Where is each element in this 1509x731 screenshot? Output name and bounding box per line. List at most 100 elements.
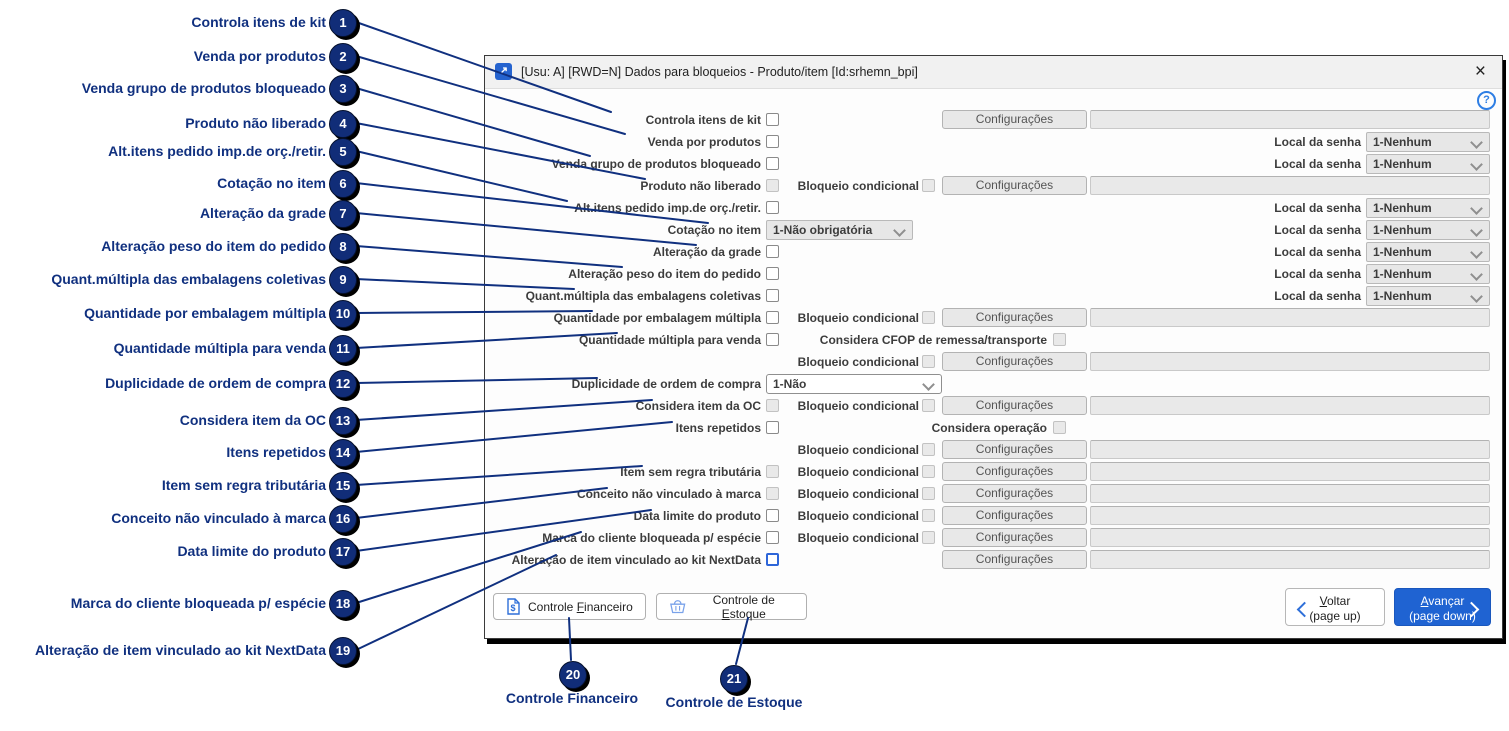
row-checkbox[interactable]: [766, 135, 779, 148]
value-input[interactable]: [1090, 506, 1490, 525]
controle-financeiro-button[interactable]: $ Controle Financeiro: [493, 593, 646, 620]
value-input[interactable]: [1090, 550, 1490, 569]
callout-label: Conceito não vinculado à marca: [111, 510, 326, 526]
callout-badge: 20: [559, 661, 587, 689]
mid-checkbox[interactable]: [922, 399, 935, 412]
row-label: Marca do cliente bloqueada p/ espécie: [542, 531, 761, 545]
dialog-titlebar: ↗ [Usu: A] [RWD=N] Dados para bloqueios …: [485, 56, 1502, 89]
value-input[interactable]: [1090, 462, 1490, 481]
callout-label: Controle Financeiro: [505, 690, 639, 706]
mid-checkbox[interactable]: [1053, 333, 1066, 346]
callout-badge: 3: [329, 75, 357, 103]
configuracoes-button[interactable]: Configurações: [942, 528, 1087, 547]
select-value: 1-Nenhum: [1373, 157, 1432, 171]
row-checkbox[interactable]: [766, 267, 779, 280]
row-checkbox[interactable]: [766, 113, 779, 126]
row-label: Data limite do produto: [633, 509, 761, 523]
app-icon: ↗: [495, 63, 512, 80]
value-input[interactable]: [1090, 110, 1490, 129]
mid-checkbox[interactable]: [922, 443, 935, 456]
configuracoes-button[interactable]: Configurações: [942, 352, 1087, 371]
callout-badge: 18: [329, 590, 357, 618]
mid-checkbox[interactable]: [922, 179, 935, 192]
row-checkbox[interactable]: [766, 531, 779, 544]
local-da-senha-label: Local da senha: [1274, 289, 1361, 303]
mid-label: Bloqueio condicional: [797, 355, 919, 369]
mid-checkbox[interactable]: [922, 465, 935, 478]
value-input[interactable]: [1090, 440, 1490, 459]
configuracoes-button[interactable]: Configurações: [942, 506, 1087, 525]
row-checkbox[interactable]: [766, 289, 779, 302]
row-label: Venda por produtos: [647, 135, 761, 149]
row-checkbox[interactable]: [766, 553, 779, 566]
row-checkbox[interactable]: [766, 201, 779, 214]
senha-select[interactable]: 1-Nenhum: [1366, 242, 1490, 262]
help-icon[interactable]: ?: [1477, 91, 1496, 110]
row-checkbox[interactable]: [766, 487, 779, 500]
local-da-senha-label: Local da senha: [1274, 223, 1361, 237]
callout-label: Quantidade por embalagem múltipla: [84, 305, 326, 321]
row-select[interactable]: 1-Não obrigatória: [766, 220, 913, 240]
configuracoes-button[interactable]: Configurações: [942, 550, 1087, 569]
callout-badge: 10: [329, 300, 357, 328]
senha-select[interactable]: 1-Nenhum: [1366, 154, 1490, 174]
configuracoes-button[interactable]: Configurações: [942, 440, 1087, 459]
callout-badge: 19: [329, 637, 357, 665]
row-checkbox[interactable]: [766, 465, 779, 478]
callout-label: Alteração da grade: [199, 205, 326, 221]
row-checkbox[interactable]: [766, 421, 779, 434]
senha-select[interactable]: 1-Nenhum: [1366, 286, 1490, 306]
value-input[interactable]: [1090, 396, 1490, 415]
senha-select[interactable]: 1-Nenhum: [1366, 220, 1490, 240]
row-checkbox[interactable]: [766, 157, 779, 170]
value-input[interactable]: [1090, 484, 1490, 503]
row-label: Conceito não vinculado à marca: [576, 487, 761, 501]
voltar-button[interactable]: Voltar(page up): [1285, 588, 1385, 626]
row-checkbox[interactable]: [766, 311, 779, 324]
row-checkbox[interactable]: [766, 179, 779, 192]
mid-checkbox[interactable]: [922, 531, 935, 544]
row-label: Alteração de item vinculado ao kit NextD…: [511, 553, 761, 567]
configuracoes-button[interactable]: Configurações: [942, 110, 1087, 129]
row-checkbox[interactable]: [766, 245, 779, 258]
mid-checkbox[interactable]: [922, 487, 935, 500]
configuracoes-button[interactable]: Configurações: [942, 308, 1087, 327]
value-input[interactable]: [1090, 352, 1490, 371]
row-checkbox[interactable]: [766, 399, 779, 412]
row-label: Itens repetidos: [675, 421, 761, 435]
controle-de-estoque-button[interactable]: Controle de Estoque: [656, 593, 807, 621]
value-input[interactable]: [1090, 308, 1490, 327]
senha-select[interactable]: 1-Nenhum: [1366, 198, 1490, 218]
senha-select[interactable]: 1-Nenhum: [1366, 264, 1490, 284]
dialog-row: Bloqueio condicional Configurações: [485, 351, 1502, 373]
row-label: Venda grupo de produtos bloqueado: [551, 157, 761, 171]
callout-badge: 4: [329, 110, 357, 138]
close-icon[interactable]: ×: [1474, 61, 1486, 82]
row-label: Quantidade por embalagem múltipla: [553, 311, 761, 325]
local-da-senha-label: Local da senha: [1274, 157, 1361, 171]
callout-label: Controla itens de kit: [191, 14, 326, 30]
avancar-button[interactable]: Avançar(page down): [1394, 588, 1491, 626]
configuracoes-button[interactable]: Configurações: [942, 484, 1087, 503]
mid-checkbox[interactable]: [922, 509, 935, 522]
mid-checkbox[interactable]: [1053, 421, 1066, 434]
senha-select[interactable]: 1-Nenhum: [1366, 132, 1490, 152]
row-checkbox[interactable]: [766, 509, 779, 522]
value-input[interactable]: [1090, 176, 1490, 195]
local-da-senha-label: Local da senha: [1274, 267, 1361, 281]
configuracoes-button[interactable]: Configurações: [942, 176, 1087, 195]
row-select[interactable]: 1-Não: [766, 374, 942, 394]
select-value: 1-Não: [773, 377, 807, 391]
callout-badge: 7: [329, 200, 357, 228]
row-checkbox[interactable]: [766, 333, 779, 346]
configuracoes-button[interactable]: Configurações: [942, 462, 1087, 481]
mid-checkbox[interactable]: [922, 311, 935, 324]
configuracoes-button[interactable]: Configurações: [942, 396, 1087, 415]
value-input[interactable]: [1090, 528, 1490, 547]
mid-checkbox[interactable]: [922, 355, 935, 368]
